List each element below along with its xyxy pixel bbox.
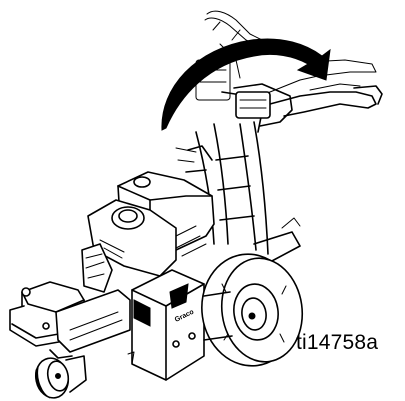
figure-id-label: ti14758a: [296, 331, 379, 354]
rotation-arrow-icon: [161, 38, 331, 131]
frame: [175, 121, 301, 263]
pump-cover: Graco: [127, 269, 205, 381]
front-caster-wheel: [35, 349, 87, 399]
front-bracket: [9, 281, 131, 353]
rear-wheel: [201, 253, 304, 367]
handlebar-main: [221, 83, 383, 133]
engine: [81, 171, 215, 293]
